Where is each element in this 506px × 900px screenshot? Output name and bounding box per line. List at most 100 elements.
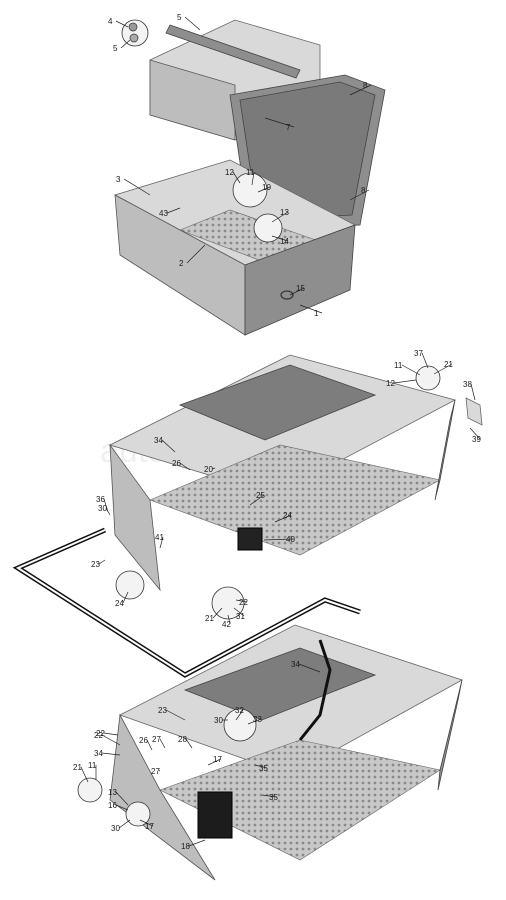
callout-number: 31 [236, 612, 245, 621]
callout-number: 21 [205, 614, 214, 623]
callout-leader [158, 769, 161, 772]
callout-leader [469, 427, 481, 440]
callout-leader [470, 383, 476, 401]
callout-leader [232, 171, 241, 184]
callout-leader [98, 559, 106, 565]
callout-leader [207, 758, 222, 766]
relay-block [237, 527, 263, 551]
callout-leader [227, 614, 231, 625]
detail-circle-terminal [253, 213, 283, 243]
callout-leader [261, 794, 278, 798]
callout-leader [165, 709, 186, 721]
callout-number: 38 [463, 380, 472, 389]
callout-leader [146, 739, 153, 751]
callout-leader [257, 186, 271, 193]
callout-number: 22 [94, 731, 103, 740]
callout-leader [401, 364, 421, 376]
callout-leader [186, 244, 206, 264]
detail-circle-connector [415, 365, 441, 391]
callout-leader [211, 467, 216, 470]
callout-leader [349, 84, 372, 96]
callout-leader [254, 764, 268, 769]
detail-circle-nut-bottom [125, 801, 151, 827]
callout-number: 33 [253, 715, 262, 724]
callout-number: 35 [269, 793, 278, 802]
callout-number: 13 [280, 208, 289, 217]
callout-number: 8 [361, 186, 366, 195]
callout-number: 40 [286, 535, 295, 544]
callout-number: 27 [152, 735, 161, 744]
detail-circle-bolt [115, 570, 145, 600]
callout-number: 5 [113, 44, 118, 53]
callout-number: 21 [73, 763, 82, 772]
callout-number: 12 [225, 168, 234, 177]
callout-leader [233, 607, 245, 617]
control-unit [178, 364, 377, 441]
callout-leader [271, 211, 289, 223]
callout-number: 43 [159, 209, 168, 218]
callout-number: 42 [222, 620, 231, 629]
callout-leader [80, 766, 89, 783]
callout-leader [115, 20, 129, 28]
battery-box-wiring-assembly-middle [12, 354, 483, 678]
callout-leader [120, 39, 131, 49]
callout-number: 34 [94, 749, 103, 758]
callout-number: 3 [116, 175, 121, 184]
callout-number: 5 [177, 13, 182, 22]
detail-circle-fuse-bottom [223, 708, 257, 742]
callout-leader [184, 16, 201, 31]
detail-circle-washers [121, 19, 149, 47]
callout-number: 11 [246, 168, 255, 177]
callout-number: 10 [262, 183, 271, 192]
callout-number: 8 [363, 81, 368, 90]
callout-number: 28 [178, 735, 187, 744]
callout-number: 30 [214, 716, 223, 725]
callout-leader [118, 819, 131, 829]
callout-leader [251, 171, 255, 186]
callout-leader [274, 514, 292, 523]
callout-number: 30 [111, 824, 120, 833]
callout-number: 11 [394, 361, 403, 370]
callout-leader [235, 599, 248, 603]
callout-number: 15 [296, 284, 305, 293]
battery-box-open-assembly [113, 19, 386, 336]
callout-leader [247, 718, 262, 725]
callout-leader [289, 287, 305, 296]
callout-leader [179, 462, 191, 471]
callout-number: 23 [91, 560, 100, 569]
callout-leader [101, 734, 121, 746]
callout-number: 4 [108, 17, 113, 26]
callout-leader [185, 738, 193, 749]
callout-number: 26 [139, 736, 148, 745]
callout-number: 22 [96, 729, 105, 738]
callout-leader [235, 709, 244, 721]
callout-number: 32 [235, 706, 244, 715]
callout-number: 20 [204, 465, 213, 474]
cable-bottom [298, 639, 332, 741]
callout-number: 17 [145, 822, 154, 831]
callout-number: 16 [108, 801, 117, 810]
callout-leader [299, 304, 323, 314]
callout-leader [139, 819, 154, 827]
callout-number: 1 [314, 309, 319, 318]
callout-number: 11 [88, 761, 97, 770]
callout-leader [105, 507, 111, 516]
callout-number: 37 [414, 349, 423, 358]
callout-number: 14 [280, 237, 289, 246]
callout-number: 34 [291, 660, 300, 669]
callout-leader [188, 839, 206, 847]
callout-number: 27 [151, 767, 160, 776]
callout-leader [123, 178, 151, 196]
callout-number: 25 [256, 491, 265, 500]
detail-circle-bolt-bottom [77, 777, 103, 803]
grommet [280, 290, 294, 300]
callout-leader [159, 738, 166, 749]
callout-leader [122, 591, 129, 604]
callout-leader [166, 207, 181, 214]
callout-leader [249, 494, 265, 506]
callout-leader [349, 189, 370, 201]
clamp-bar [165, 24, 301, 79]
detail-circle-fuse [232, 172, 268, 208]
